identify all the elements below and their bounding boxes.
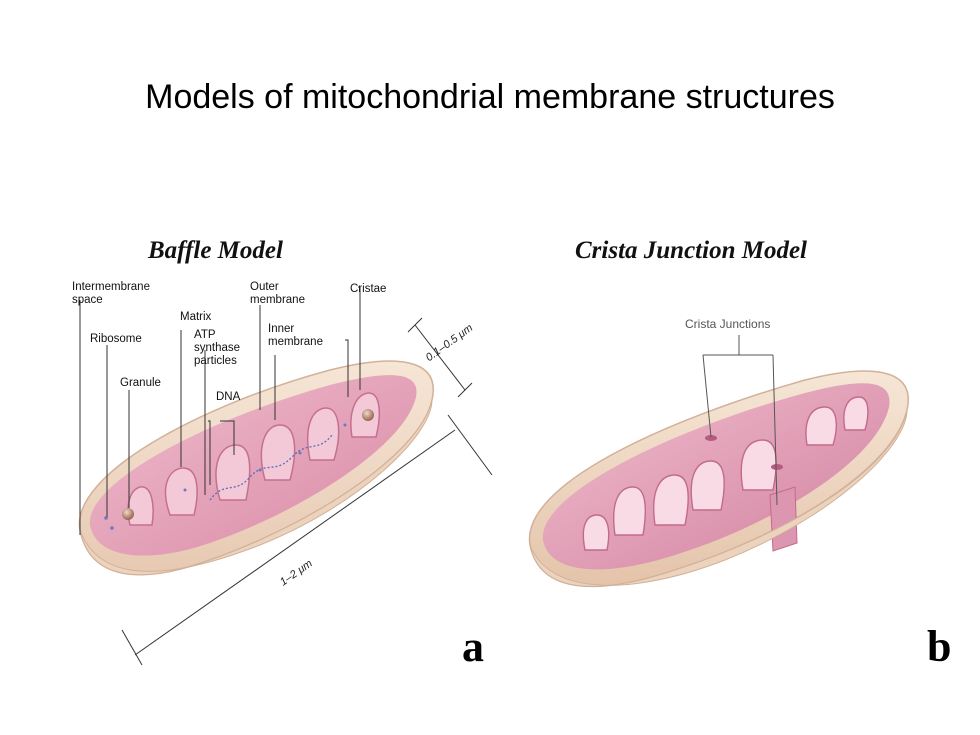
crista-junctions-leader — [702, 335, 778, 506]
label-crista-junctions: Crista Junctions — [685, 317, 771, 331]
dna-strand — [209, 434, 333, 501]
tubular-cristae — [582, 396, 869, 551]
panel-letter-b: b — [927, 622, 952, 671]
outer-membrane-rim — [79, 399, 433, 576]
baffle-model-panel: Baffle Model — [60, 225, 510, 675]
granule — [122, 508, 134, 520]
cutaway-slot — [769, 486, 798, 552]
label-outer-membrane: Outer membrane — [250, 281, 305, 306]
cristae-folds — [127, 392, 381, 526]
label-atp-synthase: ATP synthase particles — [194, 329, 241, 367]
ribosome-dots — [104, 423, 347, 530]
label-dna: DNA — [216, 391, 241, 403]
baffle-model-diagram — [78, 286, 493, 666]
label-inner-membrane: Inner membrane — [268, 323, 323, 348]
label-intermembrane-space: Intermembrane space — [72, 281, 150, 306]
baffle-model-title: Baffle Model — [148, 237, 283, 264]
label-leader-lines — [79, 286, 361, 535]
granule — [362, 409, 374, 421]
width-dimension-line — [407, 317, 473, 398]
slide-title: Models of mitochondrial membrane structu… — [145, 78, 835, 116]
outer-membrane-rim — [529, 409, 908, 587]
label-granule: Granule — [120, 377, 161, 389]
crista-junction-model-title: Crista Junction Model — [575, 237, 807, 264]
crista-junction-diagram — [528, 335, 909, 588]
label-cristae: Cristae — [350, 283, 387, 295]
crista-junction-model-panel: Crista Junction Model — [515, 225, 970, 675]
label-matrix: Matrix — [180, 311, 212, 323]
length-dimension-line — [121, 414, 493, 666]
label-ribosome: Ribosome — [90, 333, 142, 345]
panel-letter-a: a — [462, 622, 484, 671]
